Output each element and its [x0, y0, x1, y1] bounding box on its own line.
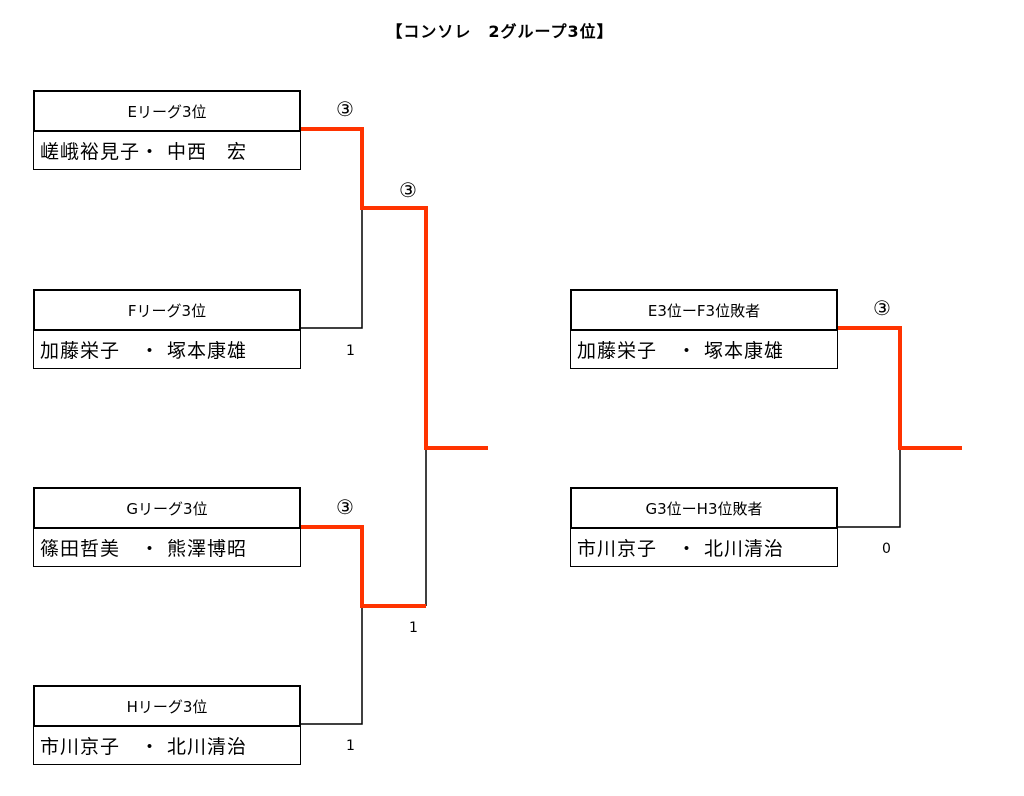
- semi-winner-mark: ③: [399, 178, 417, 202]
- league-label: Fリーグ3位: [33, 289, 301, 329]
- league-label: Hリーグ3位: [33, 685, 301, 725]
- ef-winner-mark: ③: [336, 97, 354, 121]
- loser-lines: [300, 208, 901, 725]
- right-winner-mark: ③: [873, 296, 891, 320]
- semi-loser-score: 1: [409, 620, 418, 636]
- players-name: 篠田哲美 ・ 熊澤博昭: [33, 527, 301, 567]
- winner-lines: [300, 127, 962, 608]
- ef-loser-score: 1: [346, 343, 355, 359]
- entry-box-gh-loser: G3位ーH3位敗者 市川京子 ・ 北川清治: [570, 487, 838, 567]
- page-title: 【コンソレ 2グループ3位】: [386, 22, 614, 41]
- f-line: [300, 208, 363, 329]
- league-label: Eリーグ3位: [33, 90, 301, 130]
- gh-loser-line: [837, 448, 901, 528]
- players-name: 市川京子 ・ 北川清治: [33, 725, 301, 765]
- entry-box-g: Gリーグ3位 篠田哲美 ・ 熊澤博昭: [33, 487, 301, 567]
- ef-loser-win-line: [837, 326, 962, 450]
- entry-box-ef-loser: E3位ーF3位敗者 加藤栄子 ・ 塚本康雄: [570, 289, 838, 369]
- players-name: 加藤栄子 ・ 塚本康雄: [570, 329, 838, 369]
- league-label: G3位ーH3位敗者: [570, 487, 838, 527]
- right-loser-score: 0: [882, 541, 891, 557]
- players-name: 加藤栄子 ・ 塚本康雄: [33, 329, 301, 369]
- players-name: 市川京子 ・ 北川清治: [570, 527, 838, 567]
- entry-box-h: Hリーグ3位 市川京子 ・ 北川清治: [33, 685, 301, 765]
- g-win-line: [300, 525, 426, 608]
- entry-box-f: Fリーグ3位 加藤栄子 ・ 塚本康雄: [33, 289, 301, 369]
- gh-loser-score: 1: [346, 738, 355, 754]
- e-win-line: [300, 127, 488, 450]
- league-label: Gリーグ3位: [33, 487, 301, 527]
- league-label: E3位ーF3位敗者: [570, 289, 838, 329]
- h-line: [300, 606, 363, 725]
- gh-winner-mark: ③: [336, 495, 354, 519]
- entry-box-e: Eリーグ3位 嵯峨裕見子・ 中西 宏: [33, 90, 301, 170]
- players-name: 嵯峨裕見子・ 中西 宏: [33, 130, 301, 170]
